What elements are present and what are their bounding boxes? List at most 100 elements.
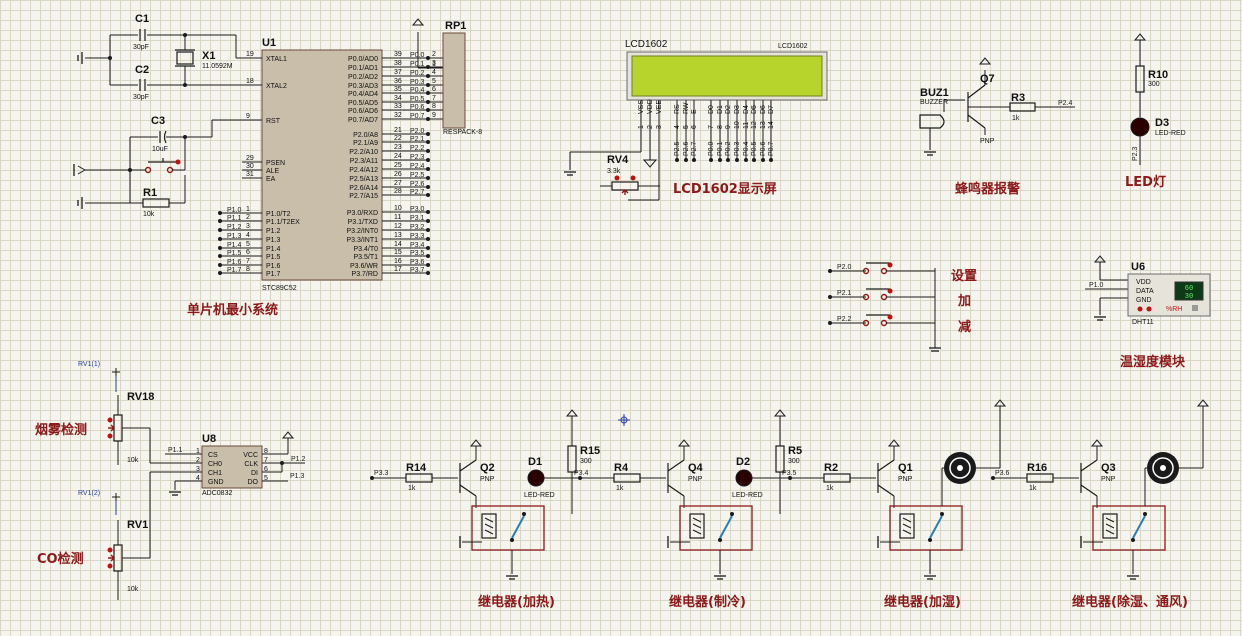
lcd-pin-name: D3	[734, 105, 741, 114]
adc-part: ADC0832	[202, 490, 232, 497]
lcd-pin-number: 5	[683, 125, 690, 129]
button-contact	[862, 293, 870, 301]
button-net-label: P2.2	[837, 316, 852, 323]
net-terminal	[426, 176, 430, 180]
net-terminal	[426, 237, 430, 241]
key-button[interactable]: P2.0	[828, 262, 935, 275]
vcc-terminal	[677, 439, 691, 447]
lcd-pin-name: D5	[751, 105, 758, 114]
adc-pin-name: VCC	[243, 452, 258, 459]
adc-pin-number: 3	[196, 466, 200, 473]
relay-resistor-value: 1k	[826, 485, 834, 492]
c1-ref: C1	[135, 13, 149, 25]
adc-ref: U8	[202, 433, 216, 445]
button-contact	[880, 319, 888, 327]
lcd-pin-name: VSS	[638, 100, 645, 114]
add-label: 加	[957, 294, 971, 309]
lcd-pin-name: D2	[725, 105, 732, 114]
lcd-pin-number: 2	[647, 125, 654, 129]
mcu-pin-name: P1.4	[266, 246, 281, 253]
adc-pin-name: CH0	[208, 461, 222, 468]
dht11-section: 60 30 VDD DATA GND %RH U6 DHT11 P1.0 温湿度…	[1085, 255, 1211, 370]
lcd-net-label: P0.6	[760, 141, 767, 156]
lcd-screen[interactable]	[631, 55, 823, 97]
net-terminal	[675, 158, 679, 162]
rv1-probe: RV1(2)	[78, 490, 100, 497]
mcu-pin-number: 18	[246, 78, 254, 85]
key-button[interactable]: P2.1	[828, 288, 935, 301]
relay-load-resistor	[775, 445, 785, 473]
lcd-pin-name: D0	[708, 105, 715, 114]
rv1-value: 10k	[127, 586, 139, 593]
mcu-pin-name: P3.6/WR	[350, 263, 378, 270]
mcu-net-label: P2.5	[410, 172, 425, 179]
relay-box[interactable]	[679, 505, 753, 551]
mcu-pin-number: 4	[246, 232, 250, 239]
adc-pin-name: CLK	[244, 461, 258, 468]
c2-value: 30pF	[133, 94, 149, 101]
transistor-emitter	[667, 459, 685, 472]
dht11-gray-pin	[1192, 305, 1198, 311]
button-net-label: P2.1	[837, 290, 852, 297]
c2-ref: C2	[135, 64, 149, 76]
net-terminal	[718, 158, 722, 162]
lcd-net-label: P0.5	[751, 141, 758, 156]
relay-load-resistor	[567, 445, 577, 473]
relay-base-resistor	[405, 473, 433, 483]
mcu-pin-name: P0.5/AD5	[348, 100, 378, 107]
net-terminal	[426, 132, 430, 136]
mcu-pin-name: P2.5/A13	[349, 176, 378, 183]
key-button[interactable]: P2.2	[828, 314, 935, 327]
relay-coil-winding	[1105, 517, 1115, 535]
mcu-chip-body[interactable]	[261, 49, 383, 281]
relay-switch	[719, 515, 733, 539]
mcu-left-net-label: P1.7	[227, 267, 242, 274]
mcu-pin-number: 24	[394, 153, 402, 160]
mcu-pin-number: 2	[246, 214, 250, 221]
mcu-minimum-system: C1 30pF C2 30pF X1 11.0592M	[73, 13, 443, 318]
set-label: 设置	[951, 269, 977, 284]
vcc-terminal	[565, 409, 579, 417]
dht11-pin-data: DATA	[1136, 288, 1154, 295]
adc-pin-name: GND	[208, 479, 224, 486]
relay-box[interactable]	[471, 505, 545, 551]
relay-cool-label: 继电器(制冷)	[669, 594, 746, 610]
mcu-pin-name: P0.7/AD7	[348, 117, 378, 124]
respack-pin-number: 8	[432, 103, 436, 110]
led-section: R10 300 D3 LED-RED P2.3 LED灯	[1125, 33, 1186, 190]
mcu-pin-number: 6	[246, 249, 250, 256]
lcd-pin-name: RS	[674, 104, 681, 114]
relay-load-value: 300	[580, 458, 592, 465]
relay-net-in: P3.3	[374, 470, 389, 477]
respack-ref: RP1	[445, 20, 466, 32]
adc-pin-name: CS	[208, 452, 218, 459]
net-terminal	[218, 219, 222, 223]
button-contact	[862, 319, 870, 327]
adc0832-body[interactable]	[201, 445, 263, 489]
relay-base-resistor	[613, 473, 641, 483]
respack-pin-number: 1	[432, 61, 436, 68]
relay-box[interactable]	[889, 505, 963, 551]
r10-ref: R10	[1148, 69, 1168, 81]
buzzer-net: P2.4	[1058, 100, 1073, 107]
q7-type: PNP	[980, 138, 995, 145]
led-section-label: LED灯	[1125, 174, 1166, 190]
relay-box[interactable]	[1092, 505, 1166, 551]
vcc-terminal	[887, 439, 901, 447]
mcu-left-net-label: P1.3	[227, 233, 242, 240]
rv18-ref: RV18	[127, 391, 154, 403]
respack-body[interactable]	[442, 32, 466, 129]
lcd-pin-number: 4	[674, 125, 681, 129]
dht-section-label: 温湿度模块	[1120, 354, 1186, 370]
buzzer-section-label: 蜂鸣器报警	[955, 181, 1020, 197]
lcd-pin-number: 12	[751, 121, 758, 129]
smoke-section-label: 烟雾检测	[35, 422, 87, 438]
mcu-pin-name: P0.0/AD0	[348, 56, 378, 63]
relay-led	[735, 469, 753, 487]
